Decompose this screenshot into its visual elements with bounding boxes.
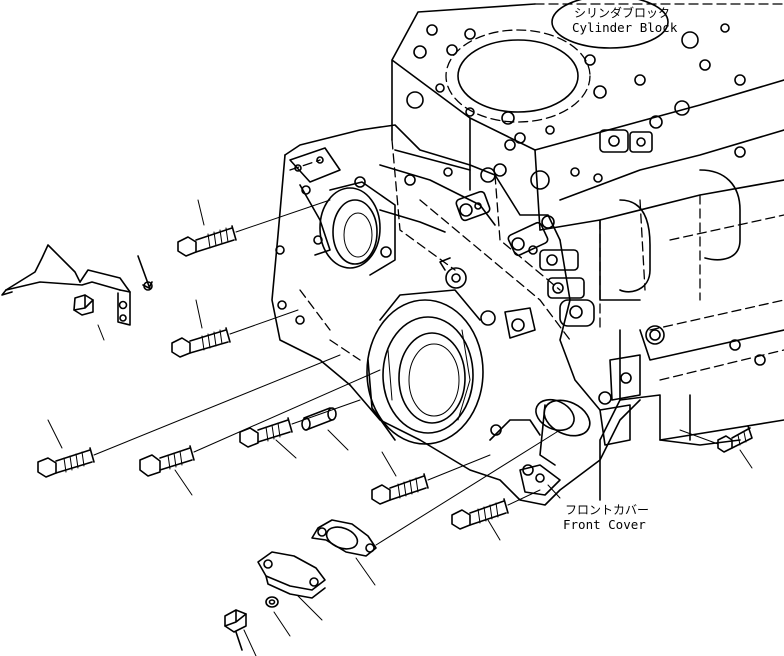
- cylinder-block-label-jp: シリンダブロック: [574, 5, 670, 20]
- bolt-medium-3: [451, 489, 541, 541]
- pin: [137, 255, 153, 291]
- front-cover-label-en: Front Cover: [563, 517, 646, 532]
- bolt-short: [73, 294, 105, 341]
- bolt-medium-1: [239, 399, 361, 459]
- cylinder-block: [391, 0, 784, 501]
- bracket: [1, 244, 131, 326]
- label-cylinder-block: シリンダブロック Cylinder Block: [572, 5, 678, 35]
- bolt-medium-2: [371, 451, 491, 505]
- bolt-long-1: [177, 199, 331, 257]
- gasket: [311, 429, 561, 586]
- front-cover-label-jp: フロントカバー: [565, 503, 649, 517]
- cover-plate: [257, 551, 326, 621]
- bolt-long-3: [37, 354, 341, 478]
- dowel-pin: [301, 407, 349, 451]
- bolt-right: [679, 425, 753, 469]
- cylinder-block-label-en: Cylinder Block: [572, 20, 678, 35]
- bolt-long-2: [171, 299, 299, 358]
- bolt-long-4: [139, 369, 381, 496]
- label-front-cover: フロントカバー Front Cover: [547, 484, 649, 532]
- front-cover: [271, 124, 641, 506]
- bolt-bottom: [224, 609, 257, 656]
- washer: [265, 596, 291, 637]
